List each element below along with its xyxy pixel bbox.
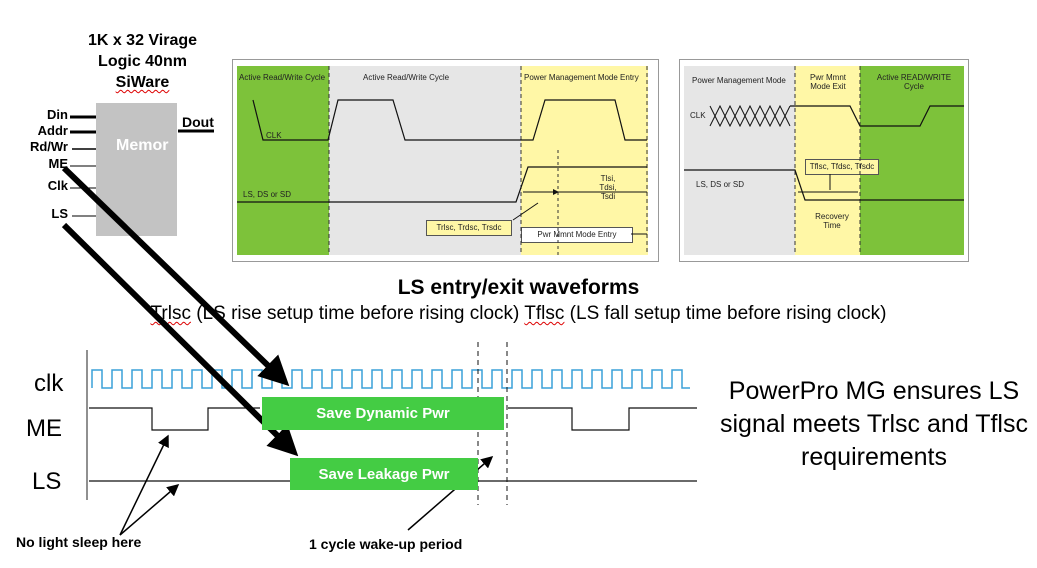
entry-setup-box: Trlsc, Trdsc, Trsdc (426, 220, 512, 236)
no-sleep-annotation: No light sleep here (16, 534, 142, 550)
exit-section-label-1: Power Management Mode (692, 76, 786, 85)
memory-title-line2: Logic 40nm (98, 53, 187, 70)
entry-timing-label: Tlsi, Tdsi, Tsdi (599, 174, 617, 201)
signal-label-me: ME (26, 415, 62, 442)
entry-waveform-panel: Active Read/Write Cycle Active Read/Writ… (232, 59, 659, 262)
save-leakage-bar: Save Leakage Pwr (290, 458, 478, 490)
pin-din: Din (47, 107, 68, 122)
exit-section-label-3: Active READ/WRITE Cycle (876, 73, 952, 91)
waveforms-subtitle: Trlsc (LS rise setup time before rising … (150, 303, 887, 324)
powerpro-note: PowerPro MG ensures LS signal meets Trls… (720, 377, 1028, 471)
no-sleep-arrow-2 (119, 484, 180, 536)
clock-waveform (91, 369, 690, 389)
waveforms-title: LS entry/exit waveforms (397, 276, 640, 299)
pin-dout: Dout (182, 114, 214, 130)
wakeup-arrow (407, 456, 494, 531)
exit-recovery-label: Recovery Time (815, 212, 849, 230)
save-dynamic-bar: Save Dynamic Pwr (262, 397, 504, 430)
signal-label-ls: LS (32, 468, 62, 495)
no-sleep-arrow-1 (119, 434, 169, 536)
me-pointer-arrow (61, 165, 290, 387)
pin-ls: LS (51, 206, 68, 221)
entry-ls-label: LS, DS or SD (243, 190, 292, 199)
entry-section-label-1: Active Read/Write Cycle (239, 73, 326, 82)
exit-section-label-2: Pwr Mmnt Mode Exit (810, 73, 846, 91)
signal-label-clk: clk (34, 370, 64, 397)
entry-active-section-1 (237, 66, 329, 255)
exit-waveforms (684, 66, 964, 255)
pin-me: ME (48, 156, 69, 171)
entry-waveforms (237, 66, 648, 255)
pin-addr: Addr (37, 123, 68, 138)
entry-pm-section (521, 66, 648, 255)
memory-title: 1K x 32 Virage Logic 40nm SiWare (60, 30, 225, 93)
entry-section-label-3: Power Management Mode Entry (524, 73, 639, 82)
memory-title-line3: SiWare (115, 74, 170, 91)
exit-ls-label: LS, DS or SD (696, 180, 745, 189)
exit-waveform-panel: Power Management Mode Pwr Mmnt Mode Exit… (679, 59, 969, 262)
pin-clk: Clk (47, 178, 68, 193)
me-waveform (89, 407, 260, 431)
memory-title-line1: 1K x 32 Virage (87, 32, 198, 49)
entry-clk-label: CLK (266, 131, 282, 140)
memory-block-label: Memor (116, 137, 169, 154)
pin-rdwr: Rd/Wr (29, 139, 68, 154)
ls-pointer-arrow (61, 222, 299, 457)
wakeup-annotation: 1 cycle wake-up period (309, 536, 463, 552)
exit-pm-section (684, 66, 795, 255)
entry-section-label-2: Active Read/Write Cycle (363, 73, 450, 82)
me-waveform-right (508, 407, 697, 431)
exit-clk-label: CLK (690, 111, 706, 120)
